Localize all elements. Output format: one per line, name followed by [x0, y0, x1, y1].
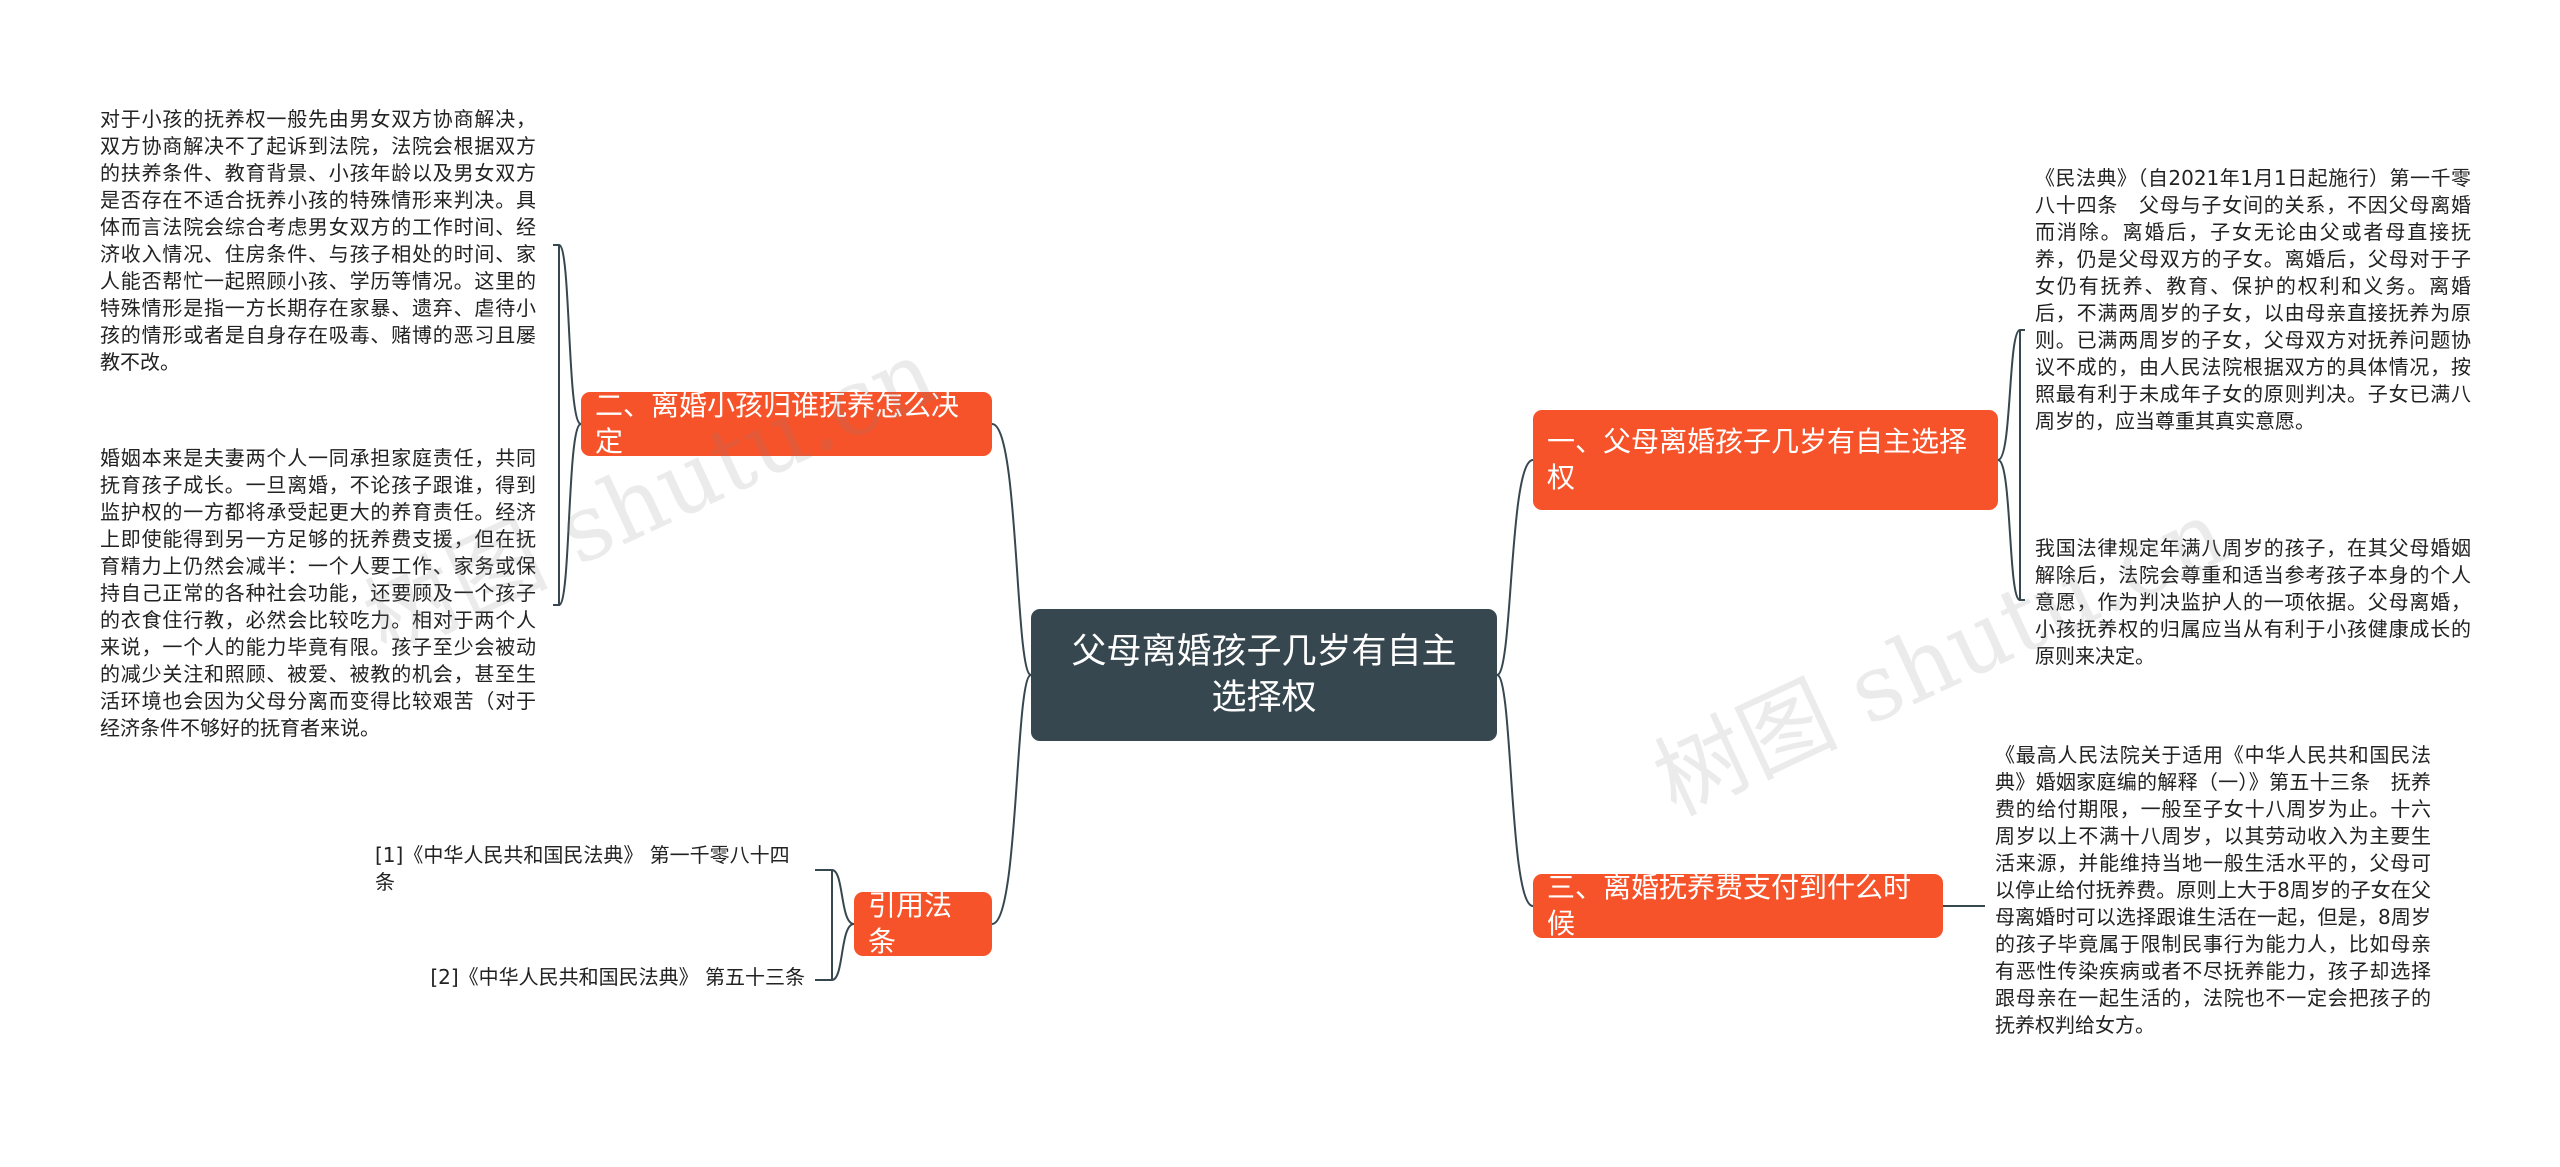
connector-root-b2	[991, 423, 1032, 676]
branch-node-1[interactable]: 一、父母离婚孩子几岁有自主选择权	[1533, 410, 1998, 510]
connector-b1-leaves	[1997, 329, 2025, 601]
branch-1-label: 一、父母离婚孩子几岁有自主选择权	[1547, 425, 1968, 494]
branch-2-label: 二、离婚小孩归谁抚养怎么决定	[595, 389, 960, 458]
connector-b4-leaves	[815, 869, 855, 981]
connector-root-b4	[991, 674, 1032, 925]
leaf-citation-1: [1]《中华人民共和国民法典》 第一千零八十四条	[375, 843, 790, 894]
leaf-citation-2: [2]《中华人民共和国民法典》 第五十三条	[430, 965, 805, 989]
branch-node-3[interactable]: 三、离婚抚养费支付到什么时候	[1533, 871, 1943, 940]
branch-node-2[interactable]: 二、离婚小孩归谁抚养怎么决定	[581, 389, 992, 458]
leaf-eight-years-rule: 我国法律规定年满八周岁的孩子，在其父母婚姻解除后，法院会尊重和适当参考孩子本身的…	[2035, 536, 2471, 668]
branch-4-label: 引用法条	[868, 889, 953, 958]
connector-root-b1	[1496, 459, 1534, 676]
leaf-civil-code-1084: 《民法典》（自2021年1月1日起施行）第一千零八十四条 父母与子女间的关系，不…	[2035, 166, 2471, 433]
leaf-custody-negotiation: 对于小孩的抚养权一般先由男女双方协商解决，双方协商解决不了起诉到法院，法院会根据…	[100, 107, 536, 374]
branch-3-label: 三、离婚抚养费支付到什么时候	[1547, 871, 1912, 940]
root-node[interactable]: 父母离婚孩子几岁有自主选择权	[1031, 609, 1497, 741]
leaf-alimony-period: 《最高人民法院关于适用《中华人民共和国民法典》婚姻家庭编的解释（一）》第五十三条…	[1995, 743, 2431, 1037]
connector-b2-leaves	[553, 244, 582, 606]
connector-root-b3	[1496, 674, 1534, 907]
leaf-single-parent-burden: 婚姻本来是夫妻两个人一同承担家庭责任，共同抚育孩子成长。一旦离婚，不论孩子跟谁，…	[100, 446, 536, 740]
branch-node-4[interactable]: 引用法条	[854, 889, 992, 958]
root-label: 父母离婚孩子几岁有自主选择权	[1071, 632, 1457, 718]
